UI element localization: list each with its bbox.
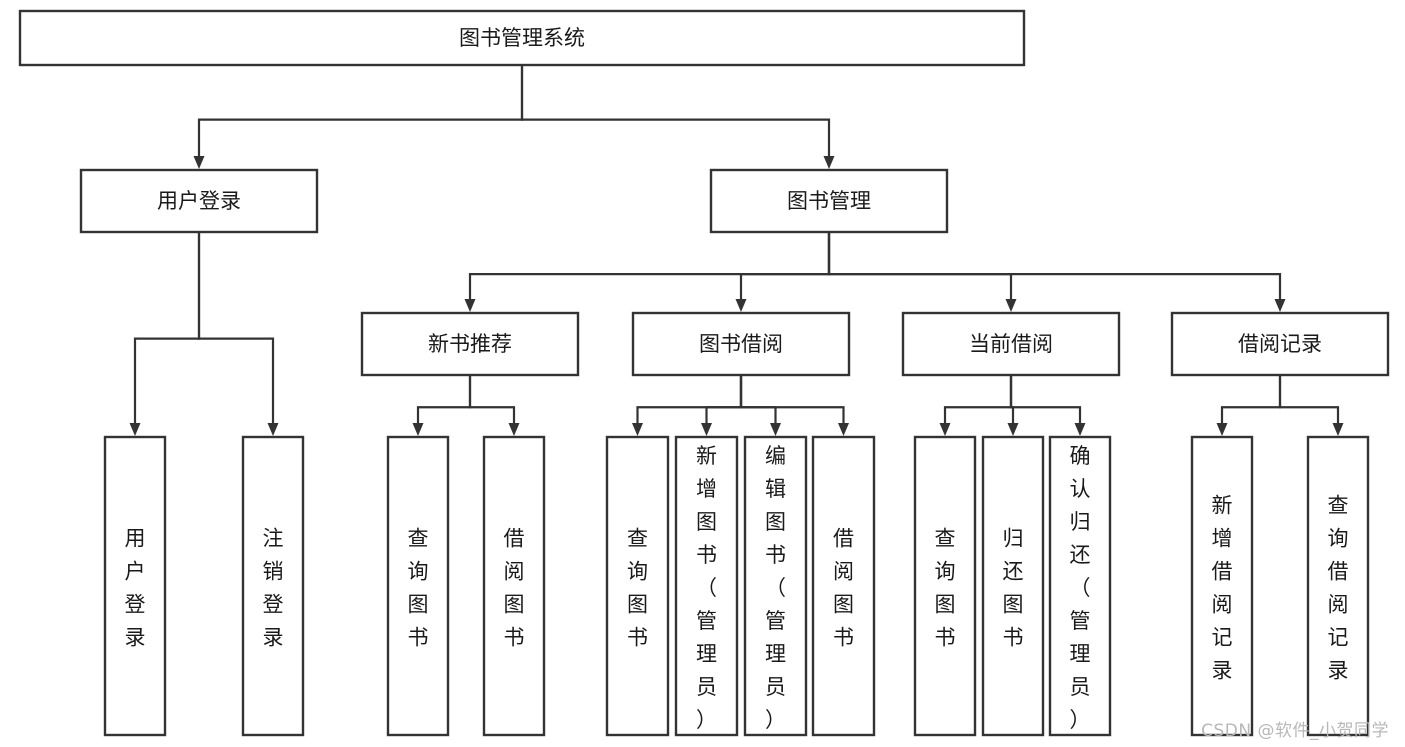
node-label-leaf-borrow-book-2: 借阅图书	[833, 527, 854, 650]
node-leaf-confirm-return[interactable]: 确认归还（管理员）	[1048, 435, 1112, 737]
node-user-login[interactable]: 用户登录	[79, 168, 319, 234]
node-label-current-borrow: 当前借阅	[969, 332, 1053, 356]
node-box-leaf-return-book[interactable]	[981, 435, 1045, 737]
node-book-management[interactable]: 图书管理	[709, 168, 949, 234]
node-new-book-recommend[interactable]: 新书推荐	[360, 311, 580, 377]
node-leaf-borrow-book-1[interactable]: 借阅图书	[482, 435, 546, 737]
arrow-head-book-borrow-leaf-query-book-2	[632, 423, 643, 436]
connector-borrow-record-leaf-add-record	[1220, 375, 1282, 423]
node-box-current-borrow[interactable]	[901, 311, 1121, 377]
connector-book-management-current-borrow	[827, 232, 1013, 299]
node-leaf-query-book-3[interactable]: 查询图书	[913, 435, 977, 737]
edges-layer	[129, 65, 1344, 436]
node-box-leaf-confirm-return[interactable]	[1048, 435, 1112, 737]
node-label-borrow-record: 借阅记录	[1238, 332, 1322, 356]
node-box-new-book-recommend[interactable]	[360, 311, 580, 377]
connector-book-borrow-leaf-add-book	[705, 375, 743, 423]
node-label-leaf-borrow-book-1: 借阅图书	[504, 527, 525, 650]
node-box-leaf-borrow-book-2[interactable]	[811, 435, 876, 737]
node-leaf-user-logout[interactable]: 注销登录	[241, 435, 305, 737]
node-current-borrow[interactable]: 当前借阅	[901, 311, 1121, 377]
arrow-head-borrow-record-leaf-query-record	[1332, 423, 1344, 436]
node-box-leaf-borrow-book-1[interactable]	[482, 435, 546, 737]
node-box-leaf-add-record[interactable]	[1190, 435, 1254, 737]
node-label-leaf-add-book: 新增图书（管理员）	[696, 444, 717, 732]
arrow-head-user-login-leaf-user-login	[129, 423, 141, 436]
connector-current-borrow-leaf-confirm-return	[1009, 375, 1082, 423]
arrow-head-book-borrow-leaf-edit-book	[770, 423, 781, 436]
connector-book-borrow-leaf-borrow-book-2	[739, 375, 845, 423]
arrow-head-root-book-management	[823, 156, 835, 169]
node-leaf-borrow-book-2[interactable]: 借阅图书	[811, 435, 876, 737]
node-label-book-management: 图书管理	[787, 189, 871, 213]
node-root[interactable]: 图书管理系统	[18, 9, 1026, 67]
arrow-head-root-user-login	[193, 156, 205, 169]
connector-current-borrow-leaf-query-book-3	[943, 375, 1013, 423]
node-leaf-query-record[interactable]: 查询借阅记录	[1306, 435, 1370, 737]
node-label-leaf-query-book-1: 查询图书	[408, 527, 429, 650]
connector-book-management-book-borrow	[739, 232, 831, 299]
node-box-leaf-query-record[interactable]	[1306, 435, 1370, 737]
node-label-leaf-return-book: 归还图书	[1003, 527, 1024, 650]
connector-book-management-new-book-recommend	[468, 232, 831, 299]
node-box-book-borrow[interactable]	[631, 311, 851, 377]
arrow-head-user-login-leaf-user-logout	[267, 423, 279, 436]
arrow-head-book-management-book-borrow	[735, 299, 747, 312]
node-label-leaf-edit-book: 编辑图书（管理员）	[765, 444, 786, 732]
arrow-head-book-borrow-leaf-add-book	[701, 423, 712, 436]
node-box-leaf-query-book-1[interactable]	[386, 435, 450, 737]
connector-user-login-leaf-user-logout	[197, 232, 275, 423]
node-leaf-query-book-1[interactable]: 查询图书	[386, 435, 450, 737]
node-label-new-book-recommend: 新书推荐	[428, 332, 512, 356]
node-label-leaf-add-record: 新增借阅记录	[1212, 494, 1233, 683]
arrow-head-book-management-current-borrow	[1005, 299, 1017, 312]
connector-book-borrow-leaf-edit-book	[739, 375, 777, 423]
node-label-leaf-user-login: 用户登录	[125, 527, 146, 650]
node-box-user-login[interactable]	[79, 168, 319, 234]
connector-root-user-login	[197, 65, 524, 156]
connector-root-book-management	[520, 65, 831, 156]
connector-user-login-leaf-user-login	[133, 232, 201, 423]
arrow-head-book-borrow-leaf-borrow-book-2	[838, 423, 849, 436]
node-box-leaf-edit-book[interactable]	[743, 435, 808, 737]
node-label-leaf-confirm-return: 确认归还（管理员）	[1070, 444, 1091, 732]
connector-book-borrow-leaf-query-book-2	[636, 375, 743, 423]
node-label-leaf-user-logout: 注销登录	[263, 527, 284, 650]
nodes-layer: 图书管理系统用户登录用户登录注销登录图书管理新书推荐查询图书借阅图书图书借阅查询…	[18, 9, 1390, 737]
node-leaf-edit-book[interactable]: 编辑图书（管理员）	[743, 435, 808, 737]
arrow-head-book-management-new-book-recommend	[464, 299, 476, 312]
node-box-borrow-record[interactable]	[1170, 311, 1390, 377]
node-label-leaf-query-book-2: 查询图书	[627, 527, 648, 650]
node-label-user-login: 用户登录	[157, 189, 241, 213]
node-box-leaf-add-book[interactable]	[674, 435, 739, 737]
node-box-leaf-query-book-3[interactable]	[913, 435, 977, 737]
arrow-head-new-book-recommend-leaf-borrow-book-1	[508, 423, 520, 436]
arrow-head-new-book-recommend-leaf-query-book-1	[412, 423, 424, 436]
node-book-borrow[interactable]: 图书借阅	[631, 311, 851, 377]
node-borrow-record[interactable]: 借阅记录	[1170, 311, 1390, 377]
node-leaf-query-book-2[interactable]: 查询图书	[605, 435, 670, 737]
node-box-leaf-user-logout[interactable]	[241, 435, 305, 737]
node-box-leaf-user-login[interactable]	[103, 435, 167, 737]
connector-new-book-recommend-leaf-query-book-1	[416, 375, 472, 423]
arrow-head-book-management-borrow-record	[1274, 299, 1286, 312]
node-label-book-borrow: 图书借阅	[699, 332, 783, 356]
node-box-leaf-query-book-2[interactable]	[605, 435, 670, 737]
connector-new-book-recommend-leaf-borrow-book-1	[468, 375, 516, 423]
node-leaf-add-record[interactable]: 新增借阅记录	[1190, 435, 1254, 737]
arrow-head-current-borrow-leaf-return-book	[1007, 423, 1019, 436]
connector-borrow-record-leaf-query-record	[1278, 375, 1340, 423]
arrow-head-current-borrow-leaf-confirm-return	[1074, 423, 1086, 436]
node-label-root: 图书管理系统	[459, 26, 585, 50]
node-leaf-add-book[interactable]: 新增图书（管理员）	[674, 435, 739, 737]
node-label-leaf-query-book-3: 查询图书	[935, 527, 956, 650]
node-leaf-return-book[interactable]: 归还图书	[981, 435, 1045, 737]
arrow-head-borrow-record-leaf-add-record	[1216, 423, 1228, 436]
node-box-book-management[interactable]	[709, 168, 949, 234]
node-box-root[interactable]	[18, 9, 1026, 67]
node-label-leaf-query-record: 查询借阅记录	[1328, 494, 1349, 683]
connector-book-management-borrow-record	[827, 232, 1282, 299]
arrow-head-current-borrow-leaf-query-book-3	[939, 423, 951, 436]
node-leaf-user-login[interactable]: 用户登录	[103, 435, 167, 737]
